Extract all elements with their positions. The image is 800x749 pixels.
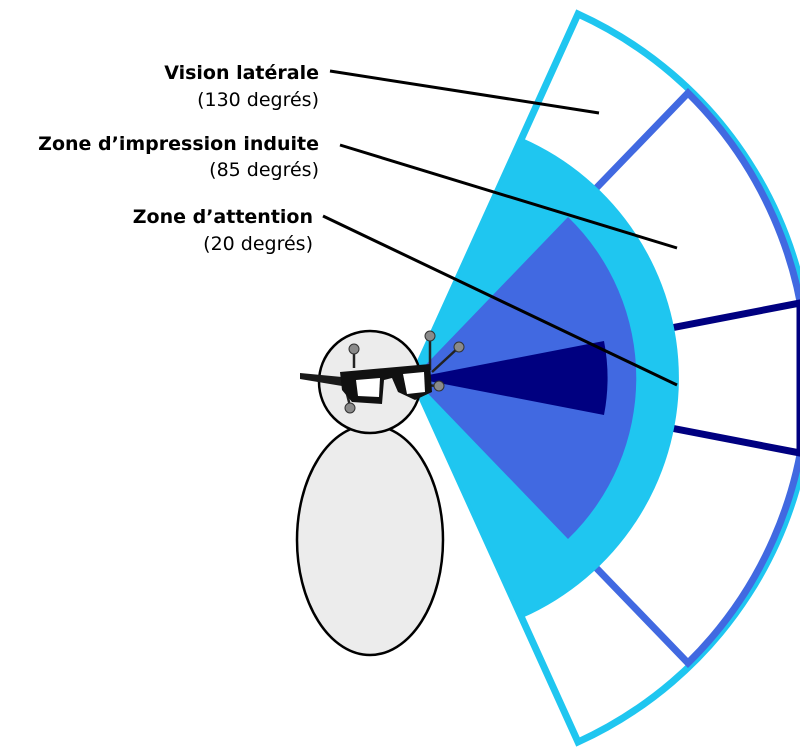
label-lateral-subtitle: (130 degrés) xyxy=(197,89,319,111)
leader-line-lateral xyxy=(329,69,600,115)
zone-labels: Vision latérale (130 degrés) Zone d’impr… xyxy=(38,62,319,255)
leader-lines xyxy=(322,69,678,387)
tracking-glasses-icon xyxy=(300,330,465,414)
filled-wedges xyxy=(413,138,679,618)
induced-zone-outline xyxy=(408,88,800,668)
body-ellipse xyxy=(295,423,445,657)
attention-zone-wedge xyxy=(413,341,608,415)
label-lateral-title: Vision latérale xyxy=(164,62,319,84)
lateral-vision-outline xyxy=(409,9,800,747)
label-induced-title: Zone d’impression induite xyxy=(38,133,319,155)
leader-line-induced xyxy=(339,143,678,250)
label-induced-subtitle: (85 degrés) xyxy=(209,159,319,181)
label-attention-title: Zone d’attention xyxy=(133,206,313,228)
leader-line-attention xyxy=(322,214,678,387)
label-attention-subtitle: (20 degrés) xyxy=(203,233,313,255)
